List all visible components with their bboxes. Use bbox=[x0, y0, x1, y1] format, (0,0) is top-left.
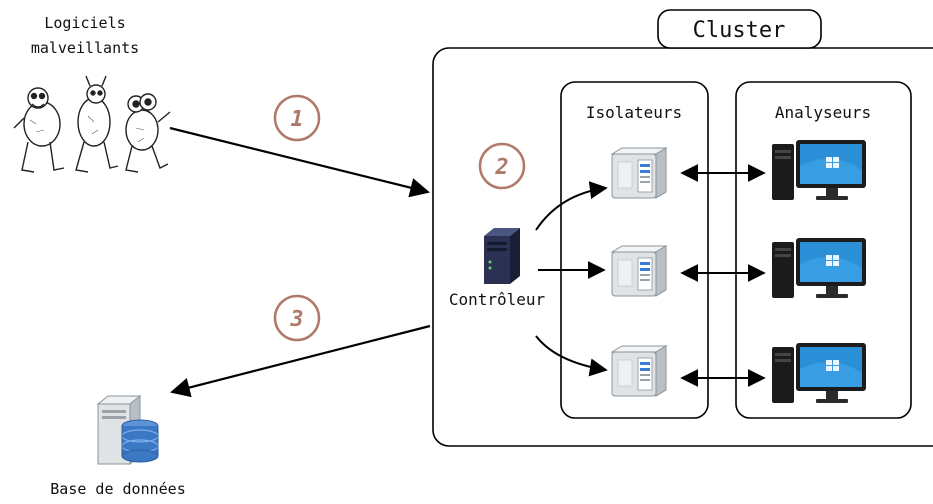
isolators-box bbox=[560, 81, 709, 419]
controller-icon bbox=[484, 228, 520, 284]
step-3-badge: 3 bbox=[273, 294, 321, 342]
malware-label-line2: malveillants bbox=[31, 39, 139, 57]
step-1-badge: 1 bbox=[273, 94, 321, 142]
isolators-label: Isolateurs bbox=[586, 103, 682, 122]
database-icon bbox=[96, 394, 159, 466]
cluster-title: Cluster bbox=[693, 18, 786, 43]
arrow-controller-to-isolator-1 bbox=[535, 181, 608, 231]
malware-icon bbox=[13, 75, 171, 173]
cluster-title-box bbox=[657, 9, 822, 49]
analyzers-box bbox=[735, 81, 912, 419]
arrow-cluster-to-database bbox=[170, 324, 431, 398]
database-label: Base de données bbox=[50, 480, 185, 498]
step-2-badge: 2 bbox=[478, 142, 526, 190]
analyzer-desktop-icon-3 bbox=[772, 343, 866, 403]
controller-label: Contrôleur bbox=[449, 290, 546, 309]
step-2-number: 2 bbox=[494, 155, 508, 180]
step-3-number: 3 bbox=[289, 307, 303, 332]
arrow-controller-to-isolator-3 bbox=[535, 335, 608, 377]
isolator-server-icon-2 bbox=[611, 245, 667, 297]
isolator-server-icon-1 bbox=[611, 147, 667, 199]
analyzer-desktop-icon-1 bbox=[772, 140, 866, 200]
analyzers-label: Analyseurs bbox=[775, 103, 871, 122]
isolator-server-icon-3 bbox=[611, 345, 667, 397]
analyzer-desktop-icon-2 bbox=[772, 238, 866, 298]
malware-label-line1: Logiciels bbox=[44, 14, 125, 32]
step-1-number: 1 bbox=[290, 107, 303, 132]
arrow-malware-to-cluster bbox=[169, 126, 430, 198]
